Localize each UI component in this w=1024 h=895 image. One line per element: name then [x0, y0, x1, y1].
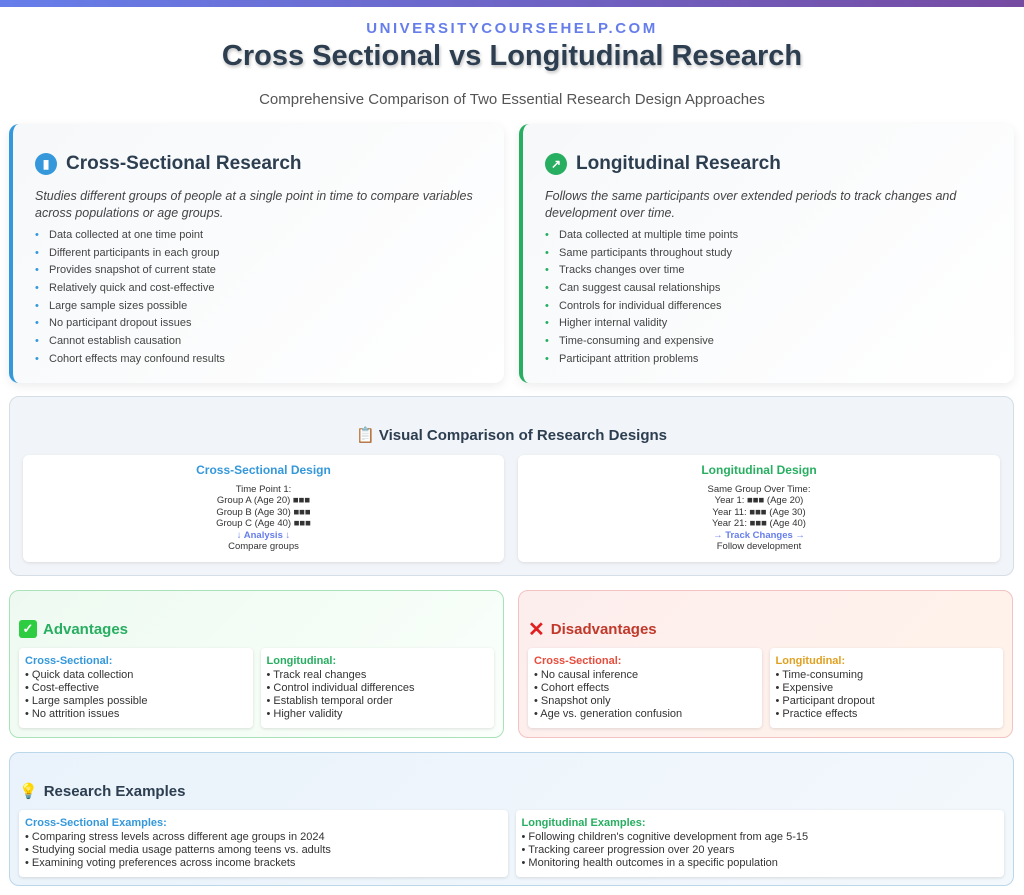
list-item: Controls for individual differences	[545, 298, 994, 316]
list-item: • Time-consuming	[775, 669, 864, 681]
list-item: • Participant dropout	[775, 695, 875, 707]
check-icon: ✓	[19, 620, 37, 638]
list-item: • Higher validity	[266, 708, 343, 720]
list-item: • Tracking career progression over 20 ye…	[521, 844, 735, 856]
longitudinal-advantages: Longitudinal: • Track real changes • Con…	[260, 648, 494, 728]
list-item: • Age vs. generation confusion	[534, 708, 683, 720]
design-line: Follow development	[716, 541, 802, 552]
list-item: Tracks changes over time	[545, 262, 994, 280]
list-item: • Studying social media usage patterns a…	[25, 844, 331, 856]
list-item: Cohort effects may confound results	[35, 351, 484, 369]
clipboard-icon: 📋	[355, 427, 375, 444]
disadvantages-section: ✕ Disadvantages Cross-Sectional: • No cau…	[518, 590, 1013, 738]
design-line: Group A (Age 20) ■■■	[216, 495, 311, 506]
section-heading: Advantages	[43, 620, 129, 638]
lightbulb-icon: 💡	[19, 783, 38, 800]
list-item: • No attrition issues	[25, 708, 120, 720]
design-line: Group C (Age 40) ■■■	[216, 518, 311, 529]
design-highlight: ↓ Analysis ↓	[236, 529, 291, 541]
page-subtitle: Comprehensive Comparison of Two Essentia…	[259, 91, 765, 108]
design-line: Compare groups	[228, 541, 299, 552]
design-line: Time Point 1:	[235, 483, 292, 495]
list-item: • Comparing stress levels across differe…	[25, 831, 325, 843]
list-item: Data collected at multiple time points	[545, 227, 994, 245]
page-title: Cross Sectional vs Longitudinal Research	[221, 40, 803, 72]
advantages-section: ✓ Advantages Cross-Sectional: • Quick dat…	[9, 590, 504, 738]
card-heading: Cross-Sectional Research	[66, 153, 302, 174]
design-line: Year 1: ■■■ (Age 20)	[714, 495, 804, 506]
card-description: Studies different groups of people at a …	[35, 189, 473, 220]
research-examples-section: 💡 Research Examples Cross-Sectional Examp…	[9, 752, 1014, 886]
bar-chart-icon: ▮	[35, 153, 57, 175]
column-label: Cross-Sectional Examples:	[25, 817, 167, 829]
section-heading: Research Examples	[43, 782, 186, 800]
feature-list: Data collected at multiple time points S…	[545, 227, 994, 369]
cross-sectional-card: ▮ Cross-Sectional Research Studies differ…	[9, 124, 504, 383]
column-label: Cross-Sectional:	[25, 655, 113, 667]
list-item: Data collected at one time point	[35, 227, 484, 245]
feature-list: Data collected at one time point Differe…	[35, 227, 484, 369]
list-item: Relatively quick and cost-effective	[35, 280, 484, 298]
card-heading: Longitudinal Research	[576, 153, 781, 174]
list-item: Different participants in each group	[35, 245, 484, 263]
cross-sectional-disadvantages: Cross-Sectional: • No causal inference •…	[528, 648, 762, 728]
list-item: • Practice effects	[775, 708, 858, 720]
site-name: UNIVERSITYCOURSEHELP.COM	[366, 20, 658, 37]
list-item: • No causal inference	[534, 669, 639, 681]
design-title: Longitudinal Design	[701, 463, 817, 477]
line-chart-icon: ↗	[545, 153, 567, 175]
visual-comparison-section: 📋 Visual Comparison of Research Designs …	[9, 396, 1014, 576]
list-item: • Snapshot only	[534, 695, 611, 707]
longitudinal-disadvantages: Longitudinal: • Time-consuming • Expensi…	[769, 648, 1003, 728]
column-label: Longitudinal Examples:	[521, 817, 646, 829]
list-item: No participant dropout issues	[35, 315, 484, 333]
list-item: Participant attrition problems	[545, 351, 994, 369]
design-line: Group B (Age 30) ■■■	[216, 506, 311, 518]
section-heading: Disadvantages	[550, 620, 657, 638]
design-highlight: → Track Changes →	[713, 529, 805, 541]
cross-sectional-design-box: Cross-Sectional Design Time Point 1: Gro…	[23, 455, 504, 562]
longitudinal-examples: Longitudinal Examples: • Following child…	[515, 810, 1004, 877]
list-item: • Control individual differences	[266, 682, 415, 694]
cross-sectional-advantages: Cross-Sectional: • Quick data collection…	[19, 648, 253, 728]
list-item: Time-consuming and expensive	[545, 333, 994, 351]
column-label: Longitudinal:	[266, 655, 337, 667]
card-description: Follows the same participants over exten…	[545, 189, 957, 220]
list-item: • Monitoring health outcomes in a specif…	[521, 857, 778, 869]
list-item: • Following children's cognitive develop…	[521, 831, 809, 843]
list-item: Higher internal validity	[545, 315, 994, 333]
list-item: • Examining voting preferences across in…	[25, 857, 296, 869]
list-item: Same participants throughout study	[545, 245, 994, 263]
design-line: Year 21: ■■■ (Age 40)	[712, 518, 806, 529]
list-item: • Cohort effects	[534, 682, 610, 694]
column-label: Longitudinal:	[775, 655, 846, 667]
design-line: Year 11: ■■■ (Age 30)	[712, 506, 806, 518]
design-line: Same Group Over Time:	[707, 483, 811, 495]
top-gradient-bar	[0, 0, 1024, 7]
longitudinal-design-box: Longitudinal Design Same Group Over Time…	[518, 455, 1000, 562]
list-item: • Establish temporal order	[266, 695, 393, 707]
design-title: Cross-Sectional Design	[196, 463, 331, 477]
longitudinal-card: ↗ Longitudinal Research Follows the same …	[519, 124, 1014, 383]
list-item: Can suggest causal relationships	[545, 280, 994, 298]
list-item: • Cost-effective	[25, 682, 99, 694]
cross-sectional-examples: Cross-Sectional Examples: • Comparing st…	[19, 810, 508, 877]
list-item: • Quick data collection	[25, 669, 134, 681]
column-label: Cross-Sectional:	[534, 655, 622, 667]
list-item: • Expensive	[775, 682, 834, 694]
section-heading: Visual Comparison of Research Designs	[378, 427, 667, 444]
list-item: • Track real changes	[266, 669, 367, 681]
list-item: Large sample sizes possible	[35, 298, 484, 316]
cross-mark-icon: ✕	[528, 618, 545, 641]
list-item: • Large samples possible	[25, 695, 148, 707]
list-item: Provides snapshot of current state	[35, 262, 484, 280]
list-item: Cannot establish causation	[35, 333, 484, 351]
